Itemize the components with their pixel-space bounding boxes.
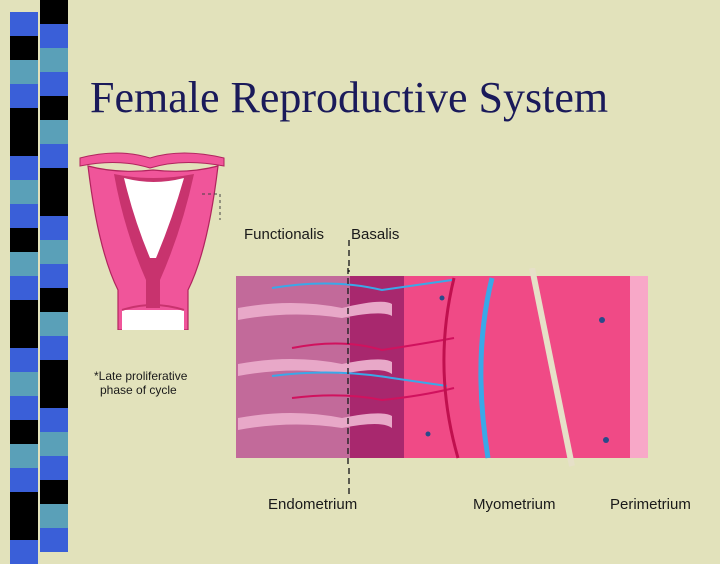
strip-cell: [10, 492, 38, 516]
strip-cell: [10, 12, 38, 36]
strip-cell: [40, 360, 68, 384]
strip-cell: [10, 36, 38, 60]
strip-cell: [10, 348, 38, 372]
strip-cell: [40, 168, 68, 192]
strip-cell: [40, 480, 68, 504]
phase-note: *Late proliferative phase of cycle: [94, 369, 187, 397]
strip-cell: [10, 276, 38, 300]
strip-cell: [10, 180, 38, 204]
strip-cell: [40, 384, 68, 408]
strip-cell: [40, 528, 68, 552]
strip-cell: [40, 336, 68, 360]
divider-line-lower: [348, 468, 350, 498]
myometrium-layer: [404, 276, 634, 458]
functionalis-label: Functionalis: [244, 226, 325, 243]
strip-cell: [10, 444, 38, 468]
strip-cell: [10, 204, 38, 228]
perimetrium-label: Perimetrium: [610, 496, 691, 513]
strip-cell: [10, 324, 38, 348]
myometrium-label: Myometrium: [473, 496, 556, 513]
strip-cell: [40, 288, 68, 312]
uterus-illustration: [79, 152, 225, 330]
strip-cell: [10, 60, 38, 84]
strip-cell: [10, 396, 38, 420]
strip-cell: [40, 72, 68, 96]
perimetrium-layer: [630, 276, 648, 458]
slide-title: Female Reproductive System: [90, 73, 609, 122]
strip-cell: [10, 372, 38, 396]
strip-cell: [10, 468, 38, 492]
basalis-label: Basalis: [351, 226, 400, 243]
strip-cell: [10, 252, 38, 276]
strip-cell: [10, 108, 38, 132]
divider-line: [348, 240, 350, 272]
strip-cell: [40, 0, 68, 24]
strip-cell: [10, 132, 38, 156]
strip-cell: [40, 408, 68, 432]
strip-cell: [10, 420, 38, 444]
strip-cell: [10, 540, 38, 564]
strip-cell: [40, 240, 68, 264]
strip-cell: [40, 24, 68, 48]
strip-cell: [40, 312, 68, 336]
phase-note-line1: *Late proliferative: [94, 369, 188, 383]
endometrium-cross-section: [236, 268, 648, 468]
strip-cell: [40, 192, 68, 216]
strip-cell: [10, 516, 38, 540]
strip-cell: [40, 456, 68, 480]
strip-cell: [10, 84, 38, 108]
strip-cell: [40, 48, 68, 72]
phase-note-line2: phase of cycle: [100, 383, 177, 397]
strip-cell: [10, 228, 38, 252]
strip-cell: [40, 144, 68, 168]
strip-cell: [40, 504, 68, 528]
strip-cell: [40, 264, 68, 288]
strip-cell: [40, 120, 68, 144]
strip-cell: [40, 216, 68, 240]
decorative-side-strip: [0, 0, 80, 564]
strip-cell: [10, 156, 38, 180]
strip-cell: [40, 96, 68, 120]
strip-cell: [40, 432, 68, 456]
strip-cell: [10, 300, 38, 324]
endometrium-label: Endometrium: [268, 496, 358, 513]
